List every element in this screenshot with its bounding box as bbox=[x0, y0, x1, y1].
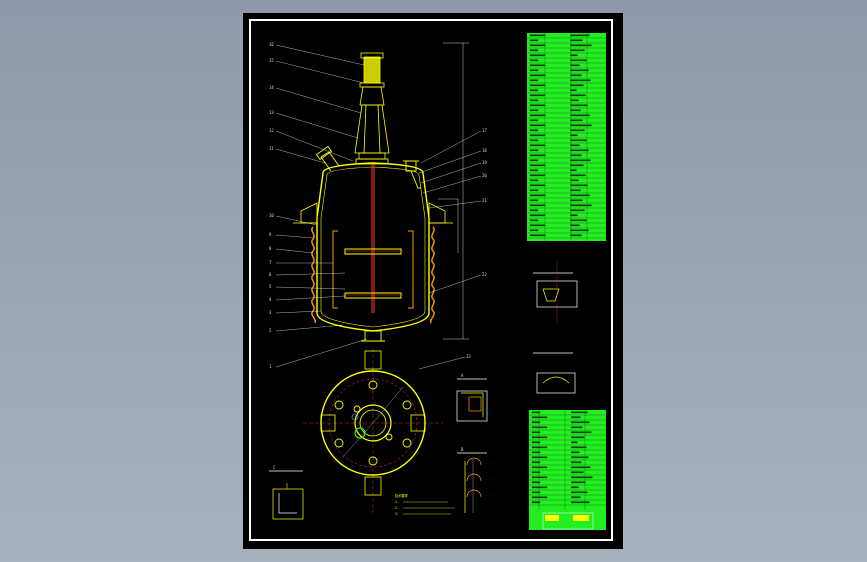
parts-list-table bbox=[529, 410, 606, 530]
bottom-outlet bbox=[361, 330, 385, 342]
callout-8: 8 bbox=[269, 246, 272, 251]
dimension-lines bbox=[438, 42, 469, 340]
callout-17: 17 bbox=[482, 128, 487, 133]
agitator-shaft bbox=[343, 164, 403, 313]
right-column-details bbox=[533, 261, 578, 394]
callout-9: 9 bbox=[269, 232, 272, 237]
technical-data-table bbox=[527, 33, 606, 241]
leader-lines-right bbox=[418, 130, 482, 370]
callout-14: 14 bbox=[269, 85, 274, 90]
callout-19: 19 bbox=[482, 160, 487, 165]
callout-4: 4 bbox=[269, 297, 272, 302]
callout-15: 15 bbox=[269, 58, 274, 63]
callout-18: 18 bbox=[482, 148, 487, 153]
callout-13: 13 bbox=[269, 110, 274, 115]
title-block bbox=[542, 512, 594, 530]
section-label-c: C bbox=[273, 465, 276, 470]
callout-21: 21 bbox=[482, 198, 487, 203]
callout-10: 10 bbox=[269, 213, 274, 218]
callout-5: 5 bbox=[269, 284, 272, 289]
callout-11: 11 bbox=[269, 146, 274, 151]
top-nozzles bbox=[315, 145, 421, 189]
technical-notes: 技术要求 1. 2. 3. bbox=[395, 493, 455, 516]
callout-6: 6 bbox=[269, 272, 272, 277]
callout-3: 3 bbox=[269, 310, 272, 315]
callout-16: 16 bbox=[269, 42, 274, 47]
detail-view-a: A bbox=[456, 373, 488, 422]
callout-12: 12 bbox=[269, 128, 274, 133]
callout-20: 20 bbox=[482, 173, 487, 178]
drawing-frame bbox=[249, 19, 613, 541]
notes-heading: 技术要求 bbox=[395, 493, 409, 498]
agitator-drive bbox=[354, 52, 390, 165]
note-2: 2. bbox=[395, 506, 399, 510]
detail-view-b: B bbox=[457, 447, 487, 513]
note-1: 1. bbox=[395, 500, 399, 504]
vessel-body bbox=[316, 162, 430, 332]
jacket-coil bbox=[311, 226, 435, 324]
plan-view bbox=[303, 348, 443, 513]
leader-lines-left bbox=[275, 44, 368, 368]
callout-22: 22 bbox=[482, 272, 487, 277]
callout-labels-right: 17 18 19 20 21 22 23 bbox=[466, 128, 487, 359]
support-lugs bbox=[293, 202, 453, 224]
callout-labels-left: 16 15 14 13 12 11 10 9 8 7 6 5 4 3 2 1 bbox=[269, 42, 274, 369]
section-label-a: A bbox=[461, 373, 464, 378]
reactor-vessel-drawing: 16 15 14 13 12 11 10 9 8 7 6 5 4 3 2 1 1… bbox=[269, 33, 606, 530]
note-3: 3. bbox=[395, 512, 399, 516]
section-label-b: B bbox=[461, 447, 464, 452]
detail-view-c: C bbox=[269, 465, 304, 520]
callout-23: 23 bbox=[466, 354, 471, 359]
callout-7: 7 bbox=[269, 260, 272, 265]
callout-1: 1 bbox=[269, 364, 272, 369]
callout-2: 2 bbox=[269, 328, 272, 333]
drawing-sheet: 16 15 14 13 12 11 10 9 8 7 6 5 4 3 2 1 1… bbox=[243, 13, 623, 549]
